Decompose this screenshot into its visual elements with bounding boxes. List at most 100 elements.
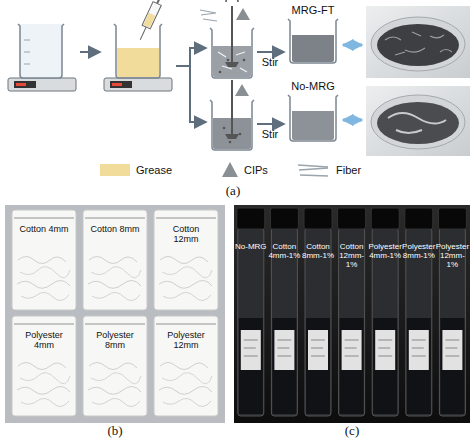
panel-c-photo-part xyxy=(237,208,467,416)
stirrer-beaker-grease-part-part xyxy=(142,2,161,29)
beaker-content xyxy=(292,35,334,62)
legend-fiber-sample-part xyxy=(298,165,328,176)
panel-c-photo-part-part-part xyxy=(277,340,291,356)
vial-label: Polyester 8mm-1% xyxy=(402,242,436,260)
stirrer-beaker-grease-part-part xyxy=(143,13,155,28)
panel-c-photo-part-part-part xyxy=(409,330,429,370)
stirrer-beaker-empty-part xyxy=(18,24,64,78)
photo-mrg-ft-part xyxy=(377,24,459,66)
stirrer-beaker-grease-part xyxy=(114,24,162,78)
stirrer-beaker-grease-part xyxy=(110,81,132,88)
bag-label: Polyester 8mm xyxy=(88,330,142,351)
stirrer-beaker-grease-part xyxy=(112,83,122,86)
panel-c-photo-part-part-part xyxy=(340,318,364,414)
legend-fiber-sample xyxy=(298,165,328,176)
mixing-beaker-plain-part xyxy=(223,127,226,130)
panel-c-photo-part-part-part xyxy=(375,330,395,370)
mixing-beaker-fiber-part xyxy=(219,71,222,74)
panel-c-photo-part-part-part xyxy=(378,340,392,356)
legend-cips-sample xyxy=(222,162,238,177)
mixing-beaker-plain-part xyxy=(239,133,242,136)
bag-label: Cotton 12mm xyxy=(159,224,213,245)
stirrer-beaker-empty-part xyxy=(16,83,26,86)
panel-c-photo-part-part-part xyxy=(244,340,258,356)
flow-arrow xyxy=(176,48,206,66)
stirrer-beaker-grease-part-part xyxy=(157,0,161,3)
panel-c-photo-part-part-part xyxy=(442,330,462,370)
result-beaker: No-MRG xyxy=(286,80,340,145)
vial-label: No-MRG xyxy=(234,242,268,251)
beaker-outline xyxy=(286,93,340,143)
panel-c-photo-part-part-part xyxy=(274,330,294,370)
photo-mrg-ft-part xyxy=(371,17,465,71)
legend-text: Fiber xyxy=(336,163,361,177)
panel-c-photo-part-part-part xyxy=(371,208,399,229)
stirrer-beaker-grease-part xyxy=(104,78,172,91)
photo-no-mrg-part xyxy=(377,102,459,144)
panel-c-photo-part-part-part xyxy=(342,330,362,370)
panel-b-photo-part xyxy=(5,205,225,423)
stirrer-beaker-empty-part xyxy=(24,40,30,41)
result-beaker: MRG-FT xyxy=(286,4,340,67)
stirrer-beaker-grease-part xyxy=(117,48,159,77)
mixing-beaker-plain-part xyxy=(235,84,249,96)
panel-b-photo xyxy=(5,205,225,423)
stirrer-beaker-empty-part xyxy=(24,52,30,53)
panel-c-photo-part-part-part xyxy=(237,208,265,229)
mixing-beaker-fiber-part xyxy=(227,59,230,62)
step-label: Stir xyxy=(254,128,286,141)
panel-b-photo-part xyxy=(83,316,147,416)
bag-label: Cotton 4mm xyxy=(17,224,71,234)
panel-c-photo-part-part-part xyxy=(373,318,397,414)
stirrer-beaker-empty-part xyxy=(24,64,30,65)
panel-c-photo-part-part-part xyxy=(306,318,330,414)
photo-mrg-ft-part xyxy=(385,32,452,55)
panel-b-photo-part xyxy=(83,210,147,310)
photo-no-mrg xyxy=(366,86,470,156)
panel-b-photo-part xyxy=(154,316,218,416)
panel-letter: (a) xyxy=(218,184,248,199)
mixing-beaker-fiber-part xyxy=(243,59,246,62)
stir-arrow xyxy=(257,51,284,53)
mixing-beaker-fiber-part xyxy=(226,0,238,2)
photo-no-mrg-part xyxy=(366,86,470,156)
photo-mrg-ft-part xyxy=(366,6,470,78)
vial-label: Cotton 8mm-1% xyxy=(301,242,335,260)
stirrer-beaker-empty xyxy=(8,24,76,91)
mixing-beaker-fiber-part xyxy=(200,10,217,21)
panel-c-photo-part-part-part xyxy=(405,208,433,229)
panel-c-photo-part-part-part xyxy=(438,208,466,229)
mixing-beaker-fiber xyxy=(200,0,254,78)
mixing-beaker-plain-part xyxy=(225,134,239,139)
photo-no-mrg-part xyxy=(388,113,446,133)
stirrer-beaker-empty-part xyxy=(14,81,36,88)
panel-c-photo-part-part xyxy=(338,208,366,416)
node-heading: No-MRG xyxy=(286,80,340,93)
stir-arrow xyxy=(257,123,284,125)
beaker-glass xyxy=(288,95,338,141)
photo-pointer xyxy=(343,119,362,122)
panel-c-photo-part-part xyxy=(237,208,265,416)
panel-c-photo-part-part xyxy=(371,208,399,416)
panel-c-photo-part-part-part xyxy=(412,340,426,356)
panel-c-photo-part-part-part xyxy=(445,340,459,356)
panel-c-photo-part-part-part xyxy=(239,318,263,414)
panel-letter: (b) xyxy=(100,424,130,439)
vial-label: Cotton 4mm-1% xyxy=(267,242,301,260)
legend-swatch xyxy=(100,164,130,176)
bag-label: Cotton 8mm xyxy=(88,224,142,234)
flow-arrow xyxy=(80,51,100,53)
photo-pointer xyxy=(343,44,362,47)
bag-label: Polyester 4mm xyxy=(17,330,71,351)
panel-c-photo-part-part-part xyxy=(238,228,264,416)
bag-label: Polyester 12mm xyxy=(159,330,213,351)
mixing-beaker-fiber-part xyxy=(231,6,233,64)
stirrer-beaker-grease xyxy=(104,0,172,91)
mixing-beaker-plain-part xyxy=(229,141,232,144)
legend-text: Grease xyxy=(136,163,172,177)
beaker-content xyxy=(292,111,334,140)
stirrer-beaker-empty-part xyxy=(8,78,76,91)
